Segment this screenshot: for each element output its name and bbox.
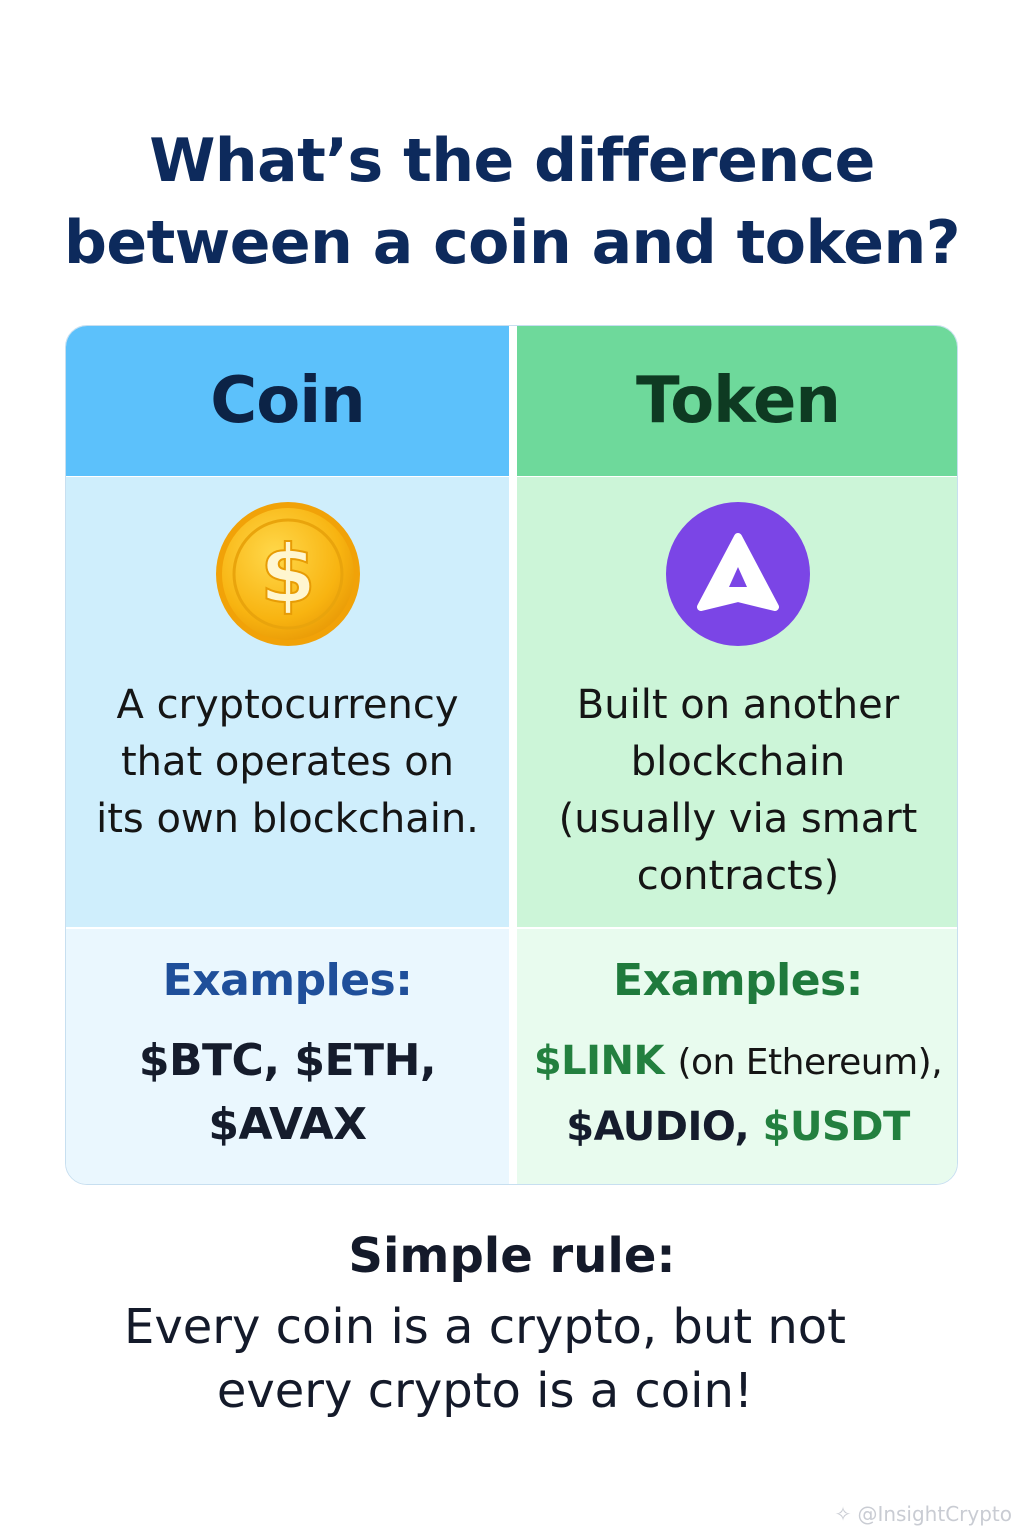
comparison-card: Coin $ A cry (65, 325, 958, 1185)
coin-column: Coin $ A cry (66, 326, 509, 1184)
coin-description-panel: $ A cryptocurrency that operates on its … (66, 477, 509, 927)
coin-description: A cryptocurrency that operates on its ow… (96, 682, 479, 842)
watermark: ✧ @InsightCrypto (834, 1502, 1012, 1526)
title-line-2: between a coin and token? (63, 208, 961, 278)
token-examples-label: Examples: (613, 955, 863, 1006)
token-heading: Token (517, 326, 957, 476)
example-usdt: $USDT (762, 1104, 911, 1150)
example-link-note: (on Ethereum), (677, 1042, 943, 1083)
column-divider (509, 326, 517, 1184)
example-audio: $AUDIO, (566, 1104, 750, 1150)
triangle-token-icon (663, 499, 813, 649)
title-line-1: What’s the difference (149, 126, 875, 196)
coin-examples-label: Examples: (162, 955, 413, 1006)
coin-examples-panel: Examples: $BTC, $ETH, $AVAX (66, 929, 509, 1184)
token-examples-list: $LINK (on Ethereum), $AUDIO, $USDT (517, 1029, 957, 1159)
rule-title: Simple rule: (348, 1228, 676, 1284)
token-column: Token Built on another blockchain (usual… (517, 326, 957, 1184)
watermark-logo-icon: ✧ (834, 1502, 852, 1526)
svg-text:$: $ (260, 528, 316, 621)
coin-heading: Coin (66, 326, 509, 476)
token-examples-panel: Examples: $LINK (on Ethereum), $AUDIO, $… (517, 929, 957, 1184)
dollar-coin-icon: $ (213, 499, 363, 649)
coin-examples-list: $BTC, $ETH, $AVAX (138, 1035, 437, 1150)
rule-text: Every coin is a crypto, but not every cr… (124, 1299, 846, 1419)
token-description-panel: Built on another blockchain (usually via… (517, 477, 957, 927)
page-title: What’s the difference between a coin and… (0, 120, 1024, 284)
token-description: Built on another blockchain (usually via… (558, 682, 918, 899)
example-link: $LINK (533, 1038, 665, 1084)
